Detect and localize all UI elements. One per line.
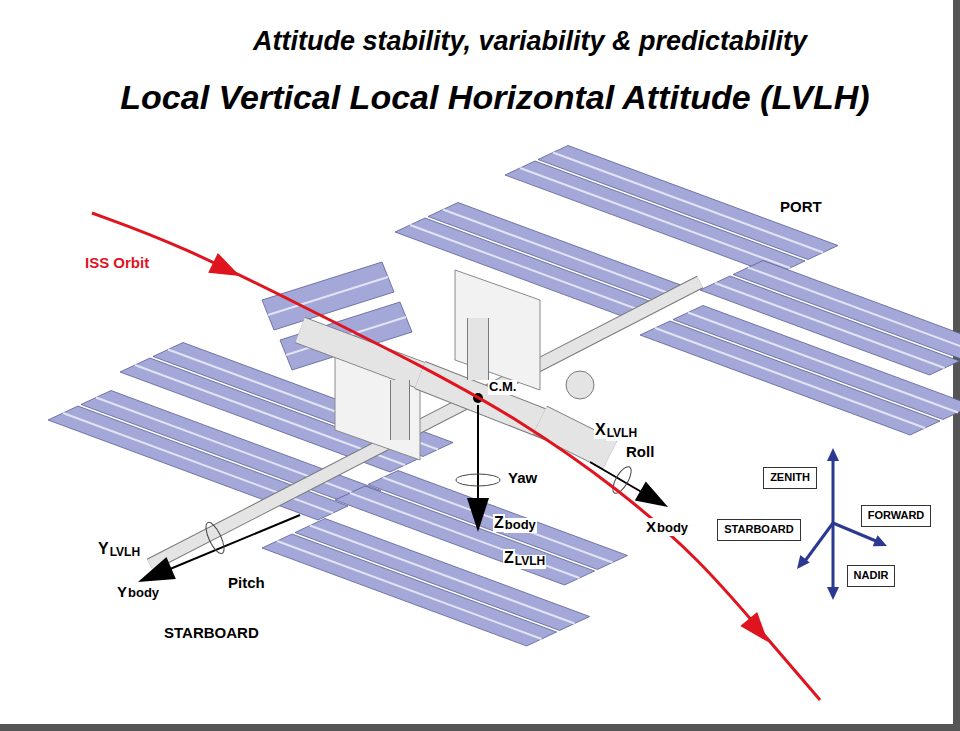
- module: [420, 375, 560, 430]
- nadir-axis: [832, 523, 835, 590]
- axis-subscript: body: [127, 586, 160, 601]
- roll-rotation: [609, 464, 634, 496]
- solar-arrays: [48, 146, 960, 647]
- direction-box: NADIR: [847, 565, 896, 586]
- truss: [150, 282, 700, 565]
- slide-frame: [953, 0, 960, 731]
- slide-title: Attitude stability, variability & predic…: [253, 26, 807, 57]
- panel-line: [748, 268, 960, 353]
- module: [540, 420, 610, 455]
- axis-subscript: LVLH: [514, 555, 546, 569]
- module: [540, 420, 610, 455]
- y-axis-head: [138, 557, 176, 582]
- side-label: PORT: [779, 198, 823, 215]
- direction-box: FORWARD: [861, 505, 932, 526]
- rotation-label: Roll: [625, 443, 655, 460]
- direction-box: ZENITH: [763, 467, 817, 488]
- axis-subscript: LVLH: [109, 546, 141, 560]
- module: [390, 380, 410, 440]
- panel-line: [383, 478, 613, 563]
- axis-head: [873, 535, 887, 546]
- rotation-label: Pitch: [227, 574, 266, 591]
- module: [467, 318, 489, 380]
- axis-subscript: body: [504, 518, 537, 533]
- panel-line: [553, 153, 823, 253]
- direction-label: STARBOARD: [724, 523, 793, 536]
- direction-box: STARBOARD: [717, 519, 800, 540]
- z-axis-head: [467, 498, 489, 532]
- solar-panel: [538, 146, 838, 260]
- direction-label: FORWARD: [868, 509, 925, 522]
- orbit-label: ISS Orbit: [84, 254, 150, 271]
- axis-head: [827, 587, 839, 600]
- starboard-axis: [805, 523, 833, 561]
- axis-subscript: body: [656, 521, 689, 536]
- orbit-path: [92, 213, 820, 700]
- subtitle: Local Vertical Local Horizontal Attitude…: [120, 78, 869, 117]
- orbit-arrow: [208, 253, 240, 276]
- module: [566, 371, 594, 399]
- axis-head: [827, 448, 839, 461]
- orbit-arrow: [740, 612, 768, 642]
- panel-line: [268, 277, 388, 315]
- pitch-rotation: [202, 520, 227, 556]
- axis-head: [797, 555, 810, 569]
- solar-panel: [368, 471, 628, 570]
- station-body: [150, 270, 700, 565]
- slide-frame: [0, 724, 960, 731]
- solar-panel: [733, 261, 960, 360]
- radiator: [455, 270, 540, 390]
- z-axis: [477, 405, 479, 505]
- truss: [150, 282, 700, 565]
- yaw-rotation: [456, 474, 500, 486]
- y-axis: [170, 515, 300, 569]
- zenith-axis: [832, 458, 835, 523]
- module: [391, 380, 409, 440]
- side-label: STARBOARD: [163, 624, 260, 641]
- module: [468, 318, 488, 380]
- direction-label: ZENITH: [770, 471, 810, 484]
- x-axis-head: [635, 481, 668, 507]
- module: [420, 375, 560, 430]
- rotation-label: Yaw: [507, 469, 538, 486]
- axis-subscript: LVLH: [606, 427, 638, 441]
- point-label: C.M.: [488, 380, 517, 395]
- direction-label: NADIR: [854, 569, 889, 582]
